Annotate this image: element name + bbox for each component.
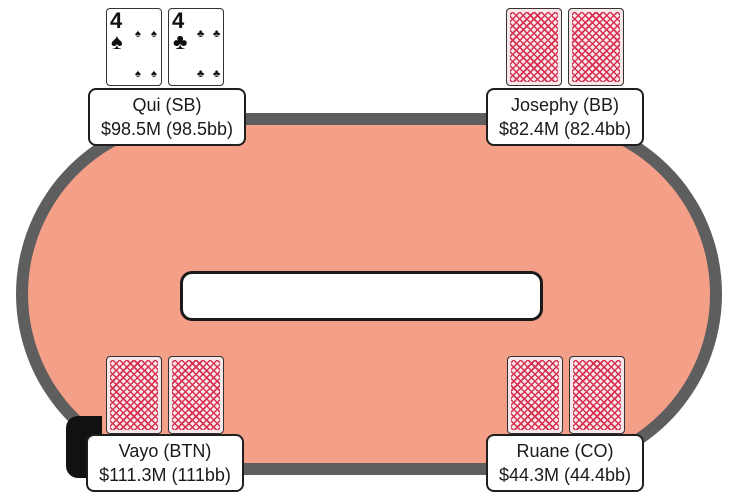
player-name: Vayo (BTN) bbox=[118, 441, 212, 461]
card-back bbox=[168, 356, 224, 434]
seat-btn-plate[interactable]: Vayo (BTN) $111.3M (111bb) bbox=[86, 434, 244, 492]
club-suit-icon: ♣ bbox=[173, 29, 188, 54]
spade-suit-icon: ♠ bbox=[111, 29, 123, 54]
spade-pip-icon: ♠ bbox=[135, 28, 141, 40]
card-rank: 4 bbox=[172, 8, 185, 33]
seat-co-plate[interactable]: Ruane (CO) $44.3M (44.4bb) bbox=[486, 434, 644, 492]
player-stack: $44.3M (44.4bb) bbox=[498, 465, 632, 485]
player-name: Josephy (BB) bbox=[510, 95, 620, 115]
seat-bb-plate[interactable]: Josephy (BB) $82.4M (82.4bb) bbox=[486, 88, 644, 146]
club-pip-icon: ♣ bbox=[197, 68, 205, 80]
player-name: Qui (SB) bbox=[132, 95, 202, 115]
hole-card-four-of-spades: 4 ♠ ♠ ♠ ♠ ♠ bbox=[106, 8, 162, 86]
spade-pip-icon: ♠ bbox=[151, 28, 157, 40]
card-back bbox=[506, 8, 562, 86]
player-stack: $98.5M (98.5bb) bbox=[100, 119, 234, 139]
spade-pip-icon: ♠ bbox=[151, 68, 157, 80]
card-back bbox=[507, 356, 563, 434]
player-name: Ruane (CO) bbox=[516, 441, 614, 461]
community-board-area bbox=[180, 271, 543, 321]
card-rank: 4 bbox=[110, 8, 123, 33]
spade-pip-icon: ♠ bbox=[135, 68, 141, 80]
seat-sb-plate[interactable]: Qui (SB) $98.5M (98.5bb) bbox=[88, 88, 246, 146]
club-pip-icon: ♣ bbox=[213, 68, 221, 80]
club-pip-icon: ♣ bbox=[213, 28, 221, 40]
card-back bbox=[106, 356, 162, 434]
player-stack: $111.3M (111bb) bbox=[99, 465, 231, 485]
card-back bbox=[569, 356, 625, 434]
player-stack: $82.4M (82.4bb) bbox=[498, 119, 632, 139]
hole-card-four-of-clubs: 4 ♣ ♣ ♣ ♣ ♣ bbox=[168, 8, 224, 86]
card-back bbox=[568, 8, 624, 86]
club-pip-icon: ♣ bbox=[197, 28, 205, 40]
